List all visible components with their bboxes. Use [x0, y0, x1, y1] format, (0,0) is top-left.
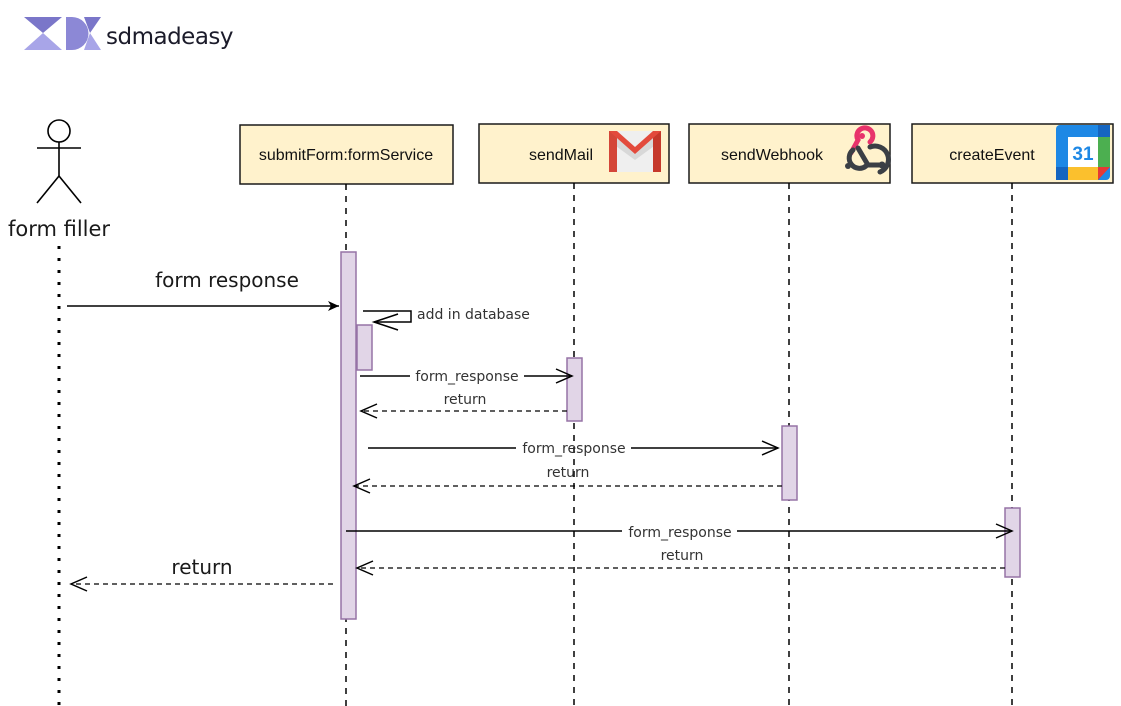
- participant-form-service[interactable]: submitForm:formService: [239, 124, 454, 185]
- activation-form-service: [340, 251, 357, 620]
- participant-label: sendMail: [529, 147, 593, 164]
- message-form-response-calendar: form_response: [346, 523, 1014, 541]
- participant-label: sendWebhook: [721, 147, 824, 164]
- participant-create-event[interactable]: createEvent 31: [911, 123, 1114, 184]
- message-label: form_response: [415, 369, 518, 385]
- message-form-response-mail: form_response: [360, 368, 574, 385]
- participant-send-webhook[interactable]: sendWebhook: [688, 123, 891, 184]
- google-calendar-icon: 31: [1056, 125, 1110, 180]
- message-form-response: form response: [67, 268, 339, 311]
- calendar-day: 31: [1072, 144, 1094, 165]
- participant-box: [239, 124, 454, 185]
- stick-figure-icon: [36, 119, 82, 204]
- message-label: add in database: [417, 307, 530, 323]
- actor-label: form filler: [8, 217, 110, 241]
- sdmadeasy-logo-icon: [24, 17, 101, 50]
- participant-send-mail[interactable]: sendMail: [478, 123, 670, 184]
- message-arrow: [363, 310, 412, 323]
- brand-name: sdmadeasy: [106, 24, 233, 50]
- arrowhead-icon: [371, 313, 399, 331]
- participant-label: createEvent: [949, 147, 1035, 164]
- message-label: return: [547, 465, 590, 481]
- message-return-mail: return: [359, 392, 567, 419]
- gmail-icon: [609, 131, 661, 172]
- lifelines: [345, 183, 1013, 706]
- activation-send-webhook: [781, 425, 798, 501]
- message-label: return: [661, 548, 704, 564]
- activation-database: [356, 324, 373, 371]
- message-return-calendar: return: [355, 548, 1005, 576]
- message-return-webhook: return: [352, 465, 782, 494]
- activation-send-mail: [566, 357, 583, 422]
- message-label: return: [171, 555, 232, 579]
- message-label: form response: [155, 268, 299, 292]
- message-label: return: [444, 392, 487, 408]
- webhook-icon: [845, 125, 891, 175]
- participant-label: submitForm:formService: [259, 147, 433, 164]
- message-return-form-filler: return: [69, 555, 333, 592]
- activation-create-event: [1004, 507, 1021, 578]
- message-label: form_response: [628, 525, 731, 541]
- message-form-response-webhook: form_response: [368, 440, 780, 457]
- message-add-in-database: add in database: [363, 307, 530, 331]
- brand-logo: sdmadeasy: [24, 17, 234, 50]
- message-label: form_response: [522, 441, 625, 457]
- actor-form-filler[interactable]: form filler: [8, 119, 110, 241]
